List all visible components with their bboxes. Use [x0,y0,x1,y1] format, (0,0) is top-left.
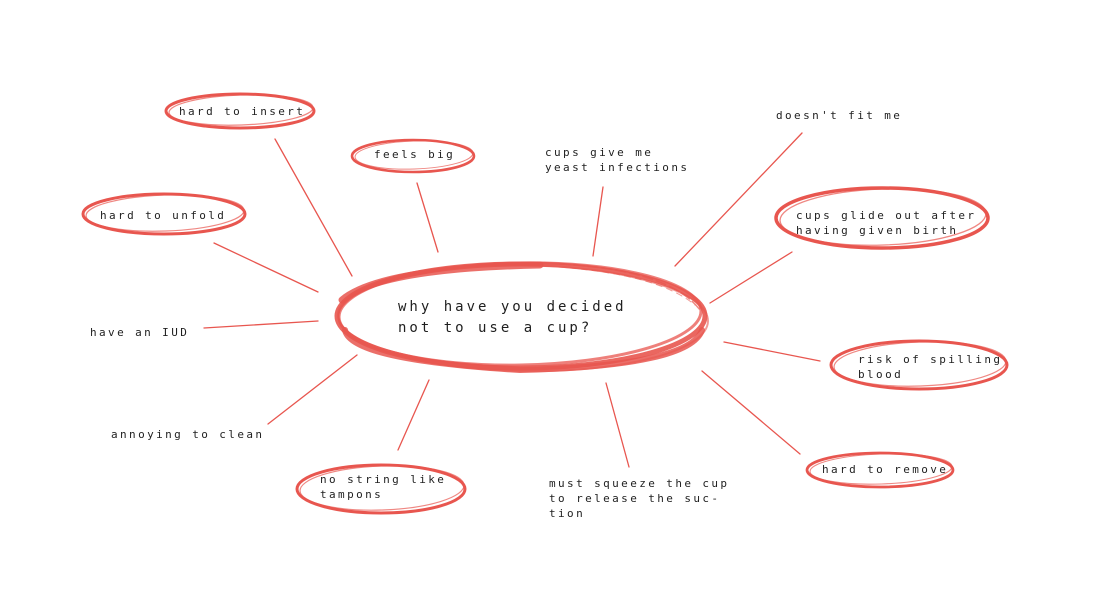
center-ellipse [334,261,709,374]
connector-hard-to-insert [274,138,353,277]
connector-hard-to-remove [701,370,801,455]
connector-doesnt-fit [674,132,803,267]
node-yeast-line-2: yeast infections [545,161,690,174]
connector-feels-big [416,182,439,253]
node-no-string: no string like tampons [320,472,446,502]
connector-hard-to-unfold [213,242,319,293]
connector-glide-out [709,251,793,304]
node-annoying-to-clean: annoying to clean [111,428,265,441]
node-spill-line-1: risk of spilling [858,353,1003,366]
ellipse-spilling [829,339,1009,391]
node-string-line-1: no string like [320,473,447,486]
node-doesnt-fit: doesn't fit me [776,109,903,122]
node-yeast-line-1: cups give me [545,146,654,159]
ellipse-hard-to-remove [805,451,955,489]
node-feels-big: feels big [374,148,456,161]
node-glide-line-2: having given birth [796,224,959,237]
ellipse-glide-out [774,186,990,250]
node-squeeze: must squeeze the cup to release the suc-… [549,476,729,521]
node-hard-to-remove: hard to remove [822,463,949,476]
connector-yeast-infections [592,186,604,257]
center-question: why have you decided not to use a cup? [398,297,627,339]
center-question-line-2: not to use a cup? [398,320,593,336]
node-hard-to-insert: hard to insert [179,105,306,118]
node-hard-to-unfold: hard to unfold [100,209,227,222]
connector-squeeze [605,382,630,468]
ellipse-hard-to-insert [164,92,316,130]
connector-no-string [397,379,430,451]
node-squeeze-line-2: to release the suc- [549,492,721,505]
connector-spilling [723,341,821,362]
node-glide-line-1: cups glide out after [796,209,977,222]
node-string-line-2: tampons [320,488,384,501]
node-glide-out: cups glide out after having given birth [796,208,976,238]
connector-annoying [267,354,358,425]
node-spill-line-2: blood [858,368,904,381]
node-squeeze-line-3: tion [549,507,586,520]
node-iud: have an IUD [90,326,190,339]
connector-iud [203,320,319,329]
ellipse-hard-to-unfold [81,192,247,236]
ellipse-no-string [295,463,467,515]
center-question-line-1: why have you decided [398,299,627,315]
ellipse-feels-big [350,138,476,174]
node-spilling: risk of spilling blood [858,352,1002,382]
node-squeeze-line-1: must squeeze the cup [549,477,730,490]
node-yeast-infections: cups give me yeast infections [545,145,689,175]
